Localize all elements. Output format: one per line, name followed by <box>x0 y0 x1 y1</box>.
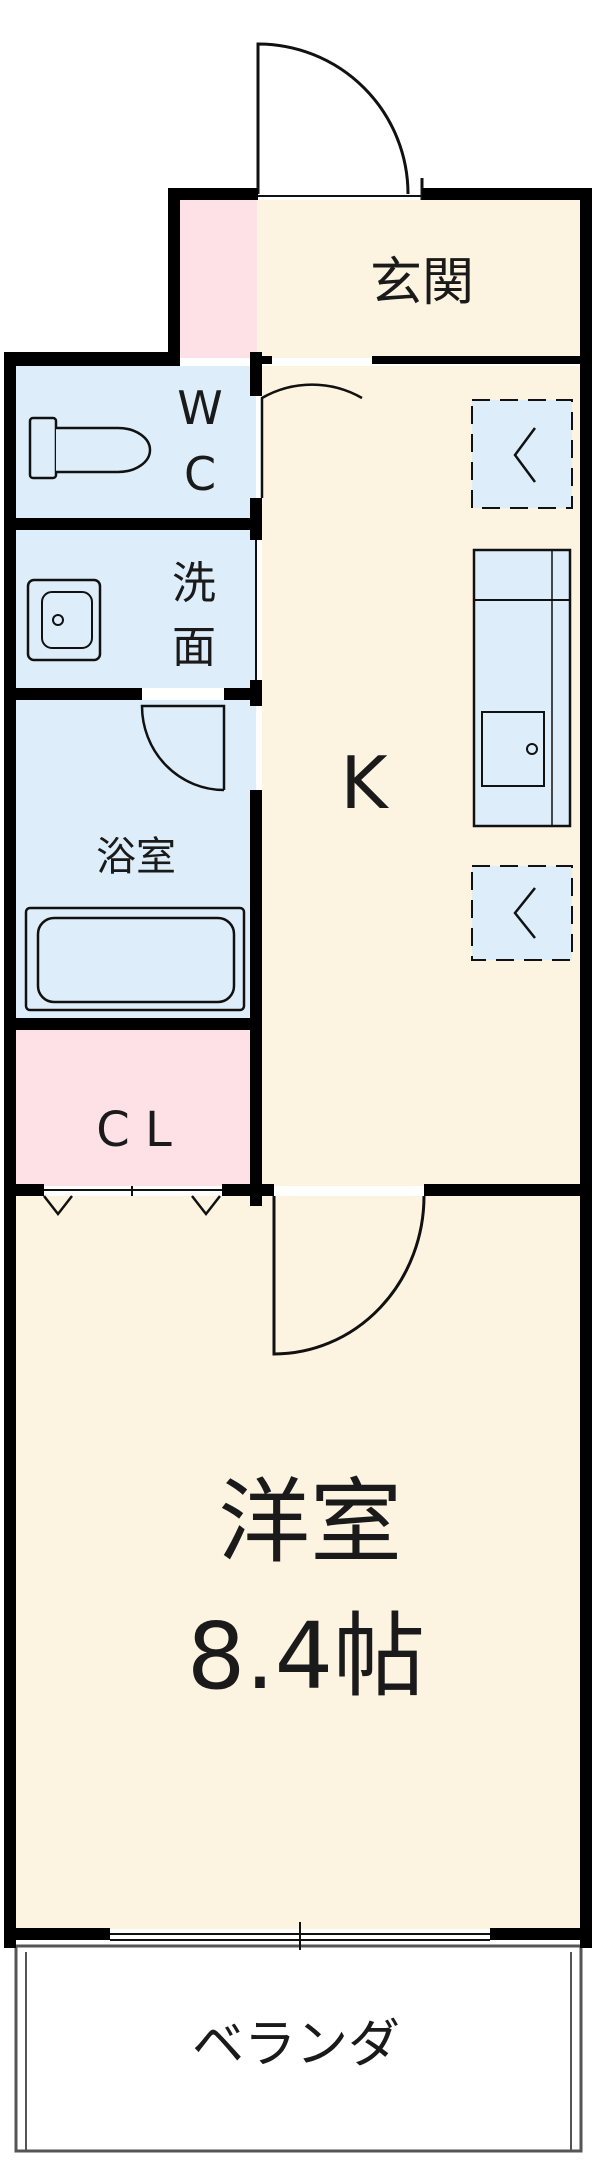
western-room-door <box>272 1195 426 1356</box>
washroom-label-top: 洗 <box>172 558 216 609</box>
entrance-door <box>256 42 424 200</box>
wc-label-w: W <box>177 381 222 435</box>
entrance-label: 玄関 <box>370 253 474 313</box>
kitchen-label: K <box>340 741 389 825</box>
closet-doors <box>43 1186 222 1217</box>
labels: 玄関 W C 洗 面 浴室 C L K 洋室 8.4帖 ベランダ <box>96 253 474 2075</box>
toilet <box>28 416 152 480</box>
kitchen-cabinet-bottom <box>471 865 573 961</box>
balcony-frame <box>14 1944 583 2153</box>
bathroom-label: 浴室 <box>96 834 176 880</box>
kitchen-counter <box>472 548 572 828</box>
washroom-label-bottom: 面 <box>172 622 216 673</box>
balcony <box>14 1944 583 2153</box>
bathtub <box>24 906 246 1012</box>
entrance-area <box>257 200 585 358</box>
walls <box>4 188 592 1948</box>
western-room-size: 8.4帖 <box>187 1603 425 1710</box>
wc-door <box>260 383 363 498</box>
entrance-pink-strip <box>178 200 257 358</box>
balcony-window <box>110 1922 490 1950</box>
kitchen-cabinet-top <box>471 399 573 509</box>
kitchen-sink <box>481 711 545 787</box>
closet-label: C L <box>96 1102 172 1158</box>
closet-area <box>16 1030 256 1186</box>
kitchen-fixtures <box>471 399 573 961</box>
western-room-area <box>16 1196 585 1929</box>
wc-label-c: C <box>184 447 216 501</box>
balcony-label: ベランダ <box>192 2015 400 2075</box>
bathroom-door <box>140 704 226 792</box>
western-room-label: 洋室 <box>218 1469 402 1576</box>
wash-basin <box>26 578 102 662</box>
